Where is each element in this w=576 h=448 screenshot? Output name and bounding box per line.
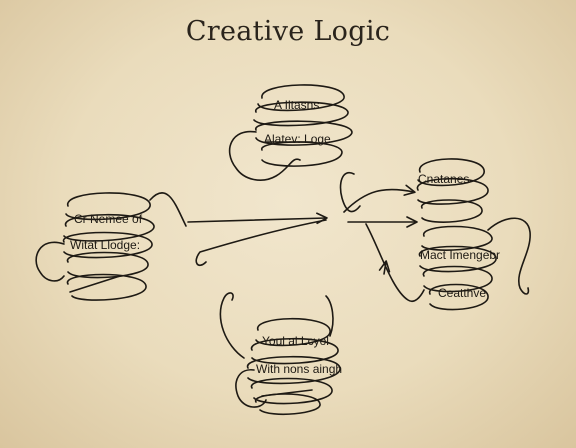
node-top-shape: [228, 84, 353, 181]
arrow-up-right: [378, 260, 391, 275]
node-right-label-3: Ceatthve: [438, 286, 487, 300]
connector-bottom-right: [325, 295, 334, 337]
node-left-label-1: Cr Nemee of: [74, 212, 143, 226]
connector-left-curve: [149, 192, 187, 227]
node-right-label-1: Cnatanes: [418, 172, 470, 186]
diagram-title: Creative Logic: [185, 16, 391, 47]
node-top-label-1: A Iltasns: [274, 98, 320, 112]
connector-bottom-lift: [219, 292, 245, 359]
node-left-shape: [35, 192, 155, 301]
connector-hook: [339, 171, 361, 213]
node-bottom-label-1: Youl al Lcyol: [262, 334, 329, 348]
node-right-label-2: Mact Imengebr: [420, 248, 501, 262]
node-top-label-2: Alatev: Loge: [264, 132, 331, 146]
arrow-lower-diagonal: [195, 219, 327, 267]
arrow-left-to-center: [187, 212, 328, 225]
node-bottom-label-2: With nons aingh: [256, 362, 343, 376]
connector-right-loop: [365, 223, 425, 303]
node-bottom-shape: [235, 317, 341, 416]
arrow-center-to-right: [343, 184, 416, 213]
node-right-shape: [416, 158, 531, 311]
node-left-label-2: Witat Llodge:: [70, 238, 141, 252]
